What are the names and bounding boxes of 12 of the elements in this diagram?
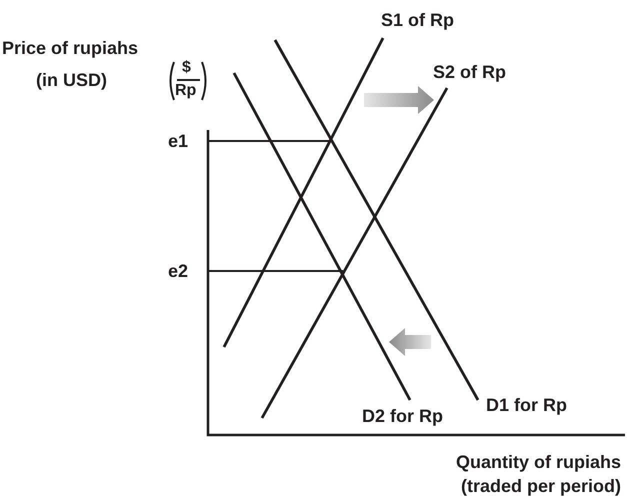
- price-label: e2: [168, 261, 188, 281]
- axis-title: Price of rupiahs: [2, 38, 138, 58]
- curve-label: S2 of Rp: [433, 62, 506, 82]
- curve-label: S1 of Rp: [381, 10, 454, 30]
- curve-label: D2 for Rp: [362, 406, 443, 426]
- axis-title: Quantity of rupiahs: [456, 452, 621, 472]
- axis-title: (in USD): [36, 70, 107, 90]
- price-label: e1: [168, 131, 188, 151]
- fraction-denominator: Rp: [175, 81, 196, 101]
- fraction-numerator: $: [182, 58, 191, 78]
- curve-label: D1 for Rp: [486, 395, 567, 415]
- axis-title: (traded per period): [460, 476, 621, 496]
